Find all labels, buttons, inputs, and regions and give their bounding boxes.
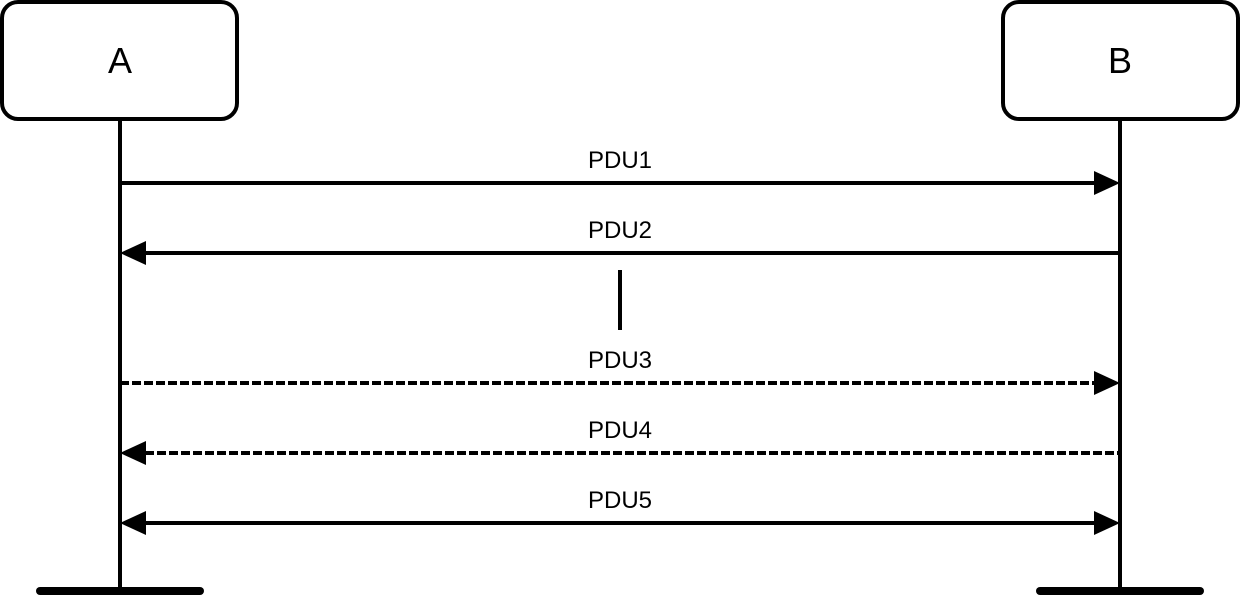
- message-pdu5-arrowhead-right: [1094, 511, 1120, 535]
- entity-a: A: [0, 0, 239, 121]
- message-pdu2: PDU2: [120, 217, 1120, 265]
- message-pdu5: PDU5: [120, 487, 1120, 535]
- message-pdu5-arrowhead-left: [120, 511, 146, 535]
- message-pdu3-arrowhead: [1094, 371, 1120, 395]
- message-pdu3: PDU3: [120, 347, 1120, 395]
- entity-b: B: [1001, 0, 1240, 121]
- message-pdu5-label: PDU5: [588, 487, 652, 514]
- entity-b-label: B: [1108, 40, 1132, 81]
- message-pdu1-label: PDU1: [588, 147, 652, 174]
- message-pdu1-arrowhead: [1094, 171, 1120, 195]
- message-pdu4-arrowhead: [120, 441, 146, 465]
- message-pdu2-arrowhead: [120, 241, 146, 265]
- message-pdu2-label: PDU2: [588, 217, 652, 244]
- message-pdu4-label: PDU4: [588, 417, 652, 444]
- message-pdu1: PDU1: [120, 147, 1120, 195]
- entity-a-label: A: [108, 40, 132, 81]
- message-pdu3-label: PDU3: [588, 347, 652, 374]
- message-pdu4: PDU4: [120, 417, 1120, 465]
